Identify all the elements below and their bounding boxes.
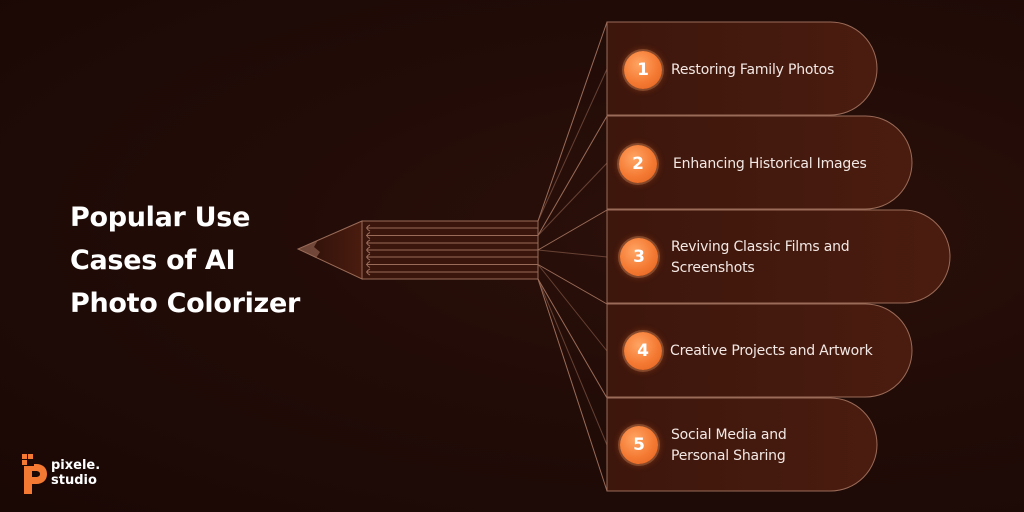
use-case-label-4: Creative Projects and Artwork — [670, 341, 873, 362]
use-case-card-2 — [606, 115, 913, 210]
use-case-line: Restoring Family Photos — [671, 62, 835, 78]
fan-line — [537, 278, 608, 399]
fan-line — [537, 278, 608, 492]
pencil-stripes — [366, 224, 538, 276]
step-badge-4: 4 — [624, 332, 662, 370]
title-line: Photo Colorizer — [70, 288, 300, 319]
fan-line — [537, 209, 608, 251]
step-badge-1: 1 — [624, 51, 662, 89]
brand-name-line: pixele. — [51, 458, 101, 473]
pencil-stripe-cap — [366, 246, 371, 254]
use-case-card-1 — [606, 21, 878, 116]
use-case-line: Social Media and — [671, 427, 787, 443]
pencil-stripe-cap — [366, 261, 371, 268]
pencil-stripe-cap — [366, 268, 371, 276]
use-case-line: Personal Sharing — [671, 448, 786, 464]
title-line: Cases of AI — [70, 245, 236, 276]
fan-line — [537, 115, 608, 236]
fan-line — [537, 21, 608, 222]
use-case-line: Reviving Classic Films and — [671, 239, 850, 255]
pencil-stripe-cap — [366, 232, 371, 239]
use-case-label-2: Enhancing Historical Images — [673, 154, 867, 175]
pencil-stripe-cap — [366, 253, 371, 261]
use-case-label-1: Restoring Family Photos — [671, 60, 834, 81]
brand-name: pixele. studio — [51, 458, 100, 488]
pencil-body — [296, 220, 539, 280]
fan-line — [537, 264, 608, 305]
brand-logo: pixele. studio — [22, 452, 132, 498]
use-case-card-3 — [606, 209, 951, 304]
pencil-stripe-cap — [366, 239, 371, 247]
fan-line — [537, 68, 608, 222]
fan-line — [537, 278, 608, 446]
use-case-line: Creative Projects and Artwork — [670, 343, 873, 359]
page-title: Popular Use Cases of AI Photo Colorizer — [70, 196, 300, 325]
pencil-stripe-cap — [366, 224, 371, 232]
fan-line — [537, 249, 608, 258]
pencil-tip — [296, 220, 363, 280]
step-badge-5: 5 — [620, 426, 658, 464]
use-case-cards — [606, 21, 951, 492]
use-case-label-5: Social Media and Personal Sharing — [671, 425, 787, 467]
use-case-line: Screenshots — [671, 260, 755, 276]
brand-name-line: studio — [51, 473, 97, 488]
fan-line — [537, 264, 608, 352]
use-case-card-5 — [606, 397, 878, 492]
use-case-line: Enhancing Historical Images — [673, 156, 867, 172]
pencil-lead — [298, 240, 320, 258]
use-case-card-4 — [606, 303, 913, 398]
title-line: Popular Use — [70, 202, 251, 233]
step-badge-3: 3 — [620, 238, 658, 276]
pixel-p-logo-icon — [22, 454, 47, 494]
fan-line — [537, 162, 608, 236]
fan-connector-lines — [537, 21, 608, 492]
use-case-label-3: Reviving Classic Films and Screenshots — [671, 237, 850, 279]
step-badge-2: 2 — [619, 145, 657, 183]
